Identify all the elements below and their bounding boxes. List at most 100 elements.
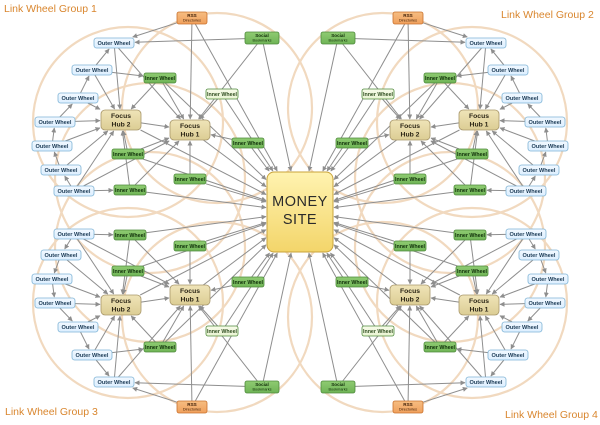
- group-4-inner-wheel[interactable]: Inner Wheel: [453, 229, 487, 241]
- social-label: Social: [331, 382, 345, 387]
- group-4-outer-wheel[interactable]: Outer Wheel: [501, 321, 543, 333]
- group-2-arrow: [333, 183, 395, 203]
- group-3-outer-wheel[interactable]: Outer Wheel: [57, 321, 99, 333]
- group-1-inner-wheel[interactable]: Inner Wheel: [205, 88, 239, 100]
- group-3-arrow: [164, 244, 267, 343]
- group-3-arrow: [187, 305, 193, 402]
- group-1-outer-wheel[interactable]: Outer Wheel: [34, 116, 76, 128]
- group-2-inner-wheel[interactable]: Inner Wheel: [453, 184, 487, 196]
- group-1-inner-wheel[interactable]: Inner Wheel: [143, 72, 177, 84]
- group-1-arrow: [224, 98, 274, 172]
- outer-wheel-label: Outer Wheel: [492, 353, 525, 359]
- group-4-outer-wheel[interactable]: Outer Wheel: [527, 273, 569, 285]
- group-4-outer-wheel[interactable]: Outer Wheel: [465, 376, 507, 388]
- group-2-outer-wheel[interactable]: Outer Wheel: [465, 37, 507, 49]
- group-1-inner-wheel[interactable]: Inner Wheel: [113, 184, 147, 196]
- group-2-arrow: [415, 82, 438, 120]
- group-2-outer-wheel[interactable]: Outer Wheel: [518, 164, 560, 176]
- group-1-inner-wheel[interactable]: Inner Wheel: [173, 173, 207, 185]
- group-2-inner-wheel[interactable]: Inner Wheel: [455, 148, 489, 160]
- group-3-inner-wheel[interactable]: Inner Wheel: [205, 325, 239, 337]
- group-3-outer-wheel[interactable]: Outer Wheel: [31, 273, 73, 285]
- group-3-inner-wheel[interactable]: Inner Wheel: [113, 229, 147, 241]
- group-2-arrow: [333, 82, 436, 180]
- outer-wheel-label: Outer Wheel: [39, 120, 72, 126]
- group-1-inner-wheel[interactable]: Inner Wheel: [111, 148, 145, 160]
- group-1-outer-wheel[interactable]: Outer Wheel: [93, 37, 135, 49]
- group-3-outer-wheel[interactable]: Outer Wheel: [93, 376, 135, 388]
- group-4-outer-wheel[interactable]: Outer Wheel: [518, 249, 560, 261]
- group-2-outer-wheel[interactable]: Outer Wheel: [487, 64, 529, 76]
- group-3-arrow: [118, 305, 181, 378]
- group-3-inner-wheel[interactable]: Inner Wheel: [143, 341, 177, 353]
- group-2-inner-wheel[interactable]: Inner Wheel: [335, 137, 369, 149]
- group-3-inner-wheel[interactable]: Inner Wheel: [111, 265, 145, 277]
- group-3-arrow: [134, 239, 180, 285]
- group-3-arrow: [224, 252, 274, 327]
- inner-wheel-label: Inner Wheel: [115, 233, 146, 239]
- group-1-outer-wheel[interactable]: Outer Wheel: [31, 140, 73, 152]
- group-2-arrow: [484, 74, 506, 110]
- group-3-outer-wheel[interactable]: Outer Wheel: [53, 228, 95, 240]
- group-4-arrow: [499, 315, 513, 323]
- group-2-wheel-circle: [375, 25, 569, 219]
- group-2-outer-wheel[interactable]: Outer Wheel: [505, 185, 547, 197]
- group-4-inner-wheel[interactable]: Inner Wheel: [335, 276, 369, 288]
- group-4-inner-wheel[interactable]: Inner Wheel: [455, 265, 489, 277]
- group-3-arrow: [111, 347, 144, 354]
- group-2-outer-wheel[interactable]: Outer Wheel: [501, 92, 543, 104]
- group-4-outer-wheel[interactable]: Outer Wheel: [487, 349, 529, 361]
- group-4-outer-wheel[interactable]: Outer Wheel: [505, 228, 547, 240]
- group-4-outer-wheel[interactable]: Outer Wheel: [524, 297, 566, 309]
- inner-wheel-label: Inner Wheel: [233, 280, 264, 286]
- group-2-inner-wheel[interactable]: Inner Wheel: [423, 72, 457, 84]
- group-1-outer-wheel[interactable]: Outer Wheel: [53, 185, 95, 197]
- group-4-inner-wheel[interactable]: Inner Wheel: [393, 240, 427, 252]
- group-3-arrow: [80, 331, 90, 350]
- group-3-outer-wheel[interactable]: Outer Wheel: [34, 297, 76, 309]
- group-1-outer-wheel[interactable]: Outer Wheel: [40, 164, 82, 176]
- group-1-outer-wheel[interactable]: Outer Wheel: [57, 92, 99, 104]
- group-1-arrow: [114, 47, 123, 110]
- group-2-inner-wheel[interactable]: Inner Wheel: [393, 173, 427, 185]
- focus-hub-label: Focus: [180, 288, 200, 295]
- group-1-arrow: [80, 75, 90, 94]
- group-2-outer-wheel[interactable]: Outer Wheel: [524, 116, 566, 128]
- group-4-inner-wheel[interactable]: Inner Wheel: [423, 341, 457, 353]
- group-3-outer-wheel[interactable]: Outer Wheel: [40, 249, 82, 261]
- group-3-inner-wheel[interactable]: Inner Wheel: [231, 276, 265, 288]
- group-1-inner-wheel[interactable]: Inner Wheel: [231, 137, 265, 149]
- group-2-arrow: [477, 47, 486, 110]
- group-2-inner-wheel[interactable]: Inner Wheel: [361, 88, 395, 100]
- group-2-arrow: [528, 175, 536, 187]
- group-1-outer-wheel[interactable]: Outer Wheel: [71, 64, 113, 76]
- group-2-outer-wheel[interactable]: Outer Wheel: [527, 140, 569, 152]
- group-4-inner-wheel[interactable]: Inner Wheel: [361, 325, 395, 337]
- inner-wheel-label: Inner Wheel: [207, 329, 238, 335]
- outer-wheel-label: Outer Wheel: [36, 144, 69, 150]
- outer-wheel-label: Outer Wheel: [62, 325, 95, 331]
- group-1-arrow: [53, 151, 60, 166]
- group-3-inner-wheel[interactable]: Inner Wheel: [173, 240, 207, 252]
- group-3-outer-wheel[interactable]: Outer Wheel: [71, 349, 113, 361]
- group-2-arrow: [430, 122, 460, 129]
